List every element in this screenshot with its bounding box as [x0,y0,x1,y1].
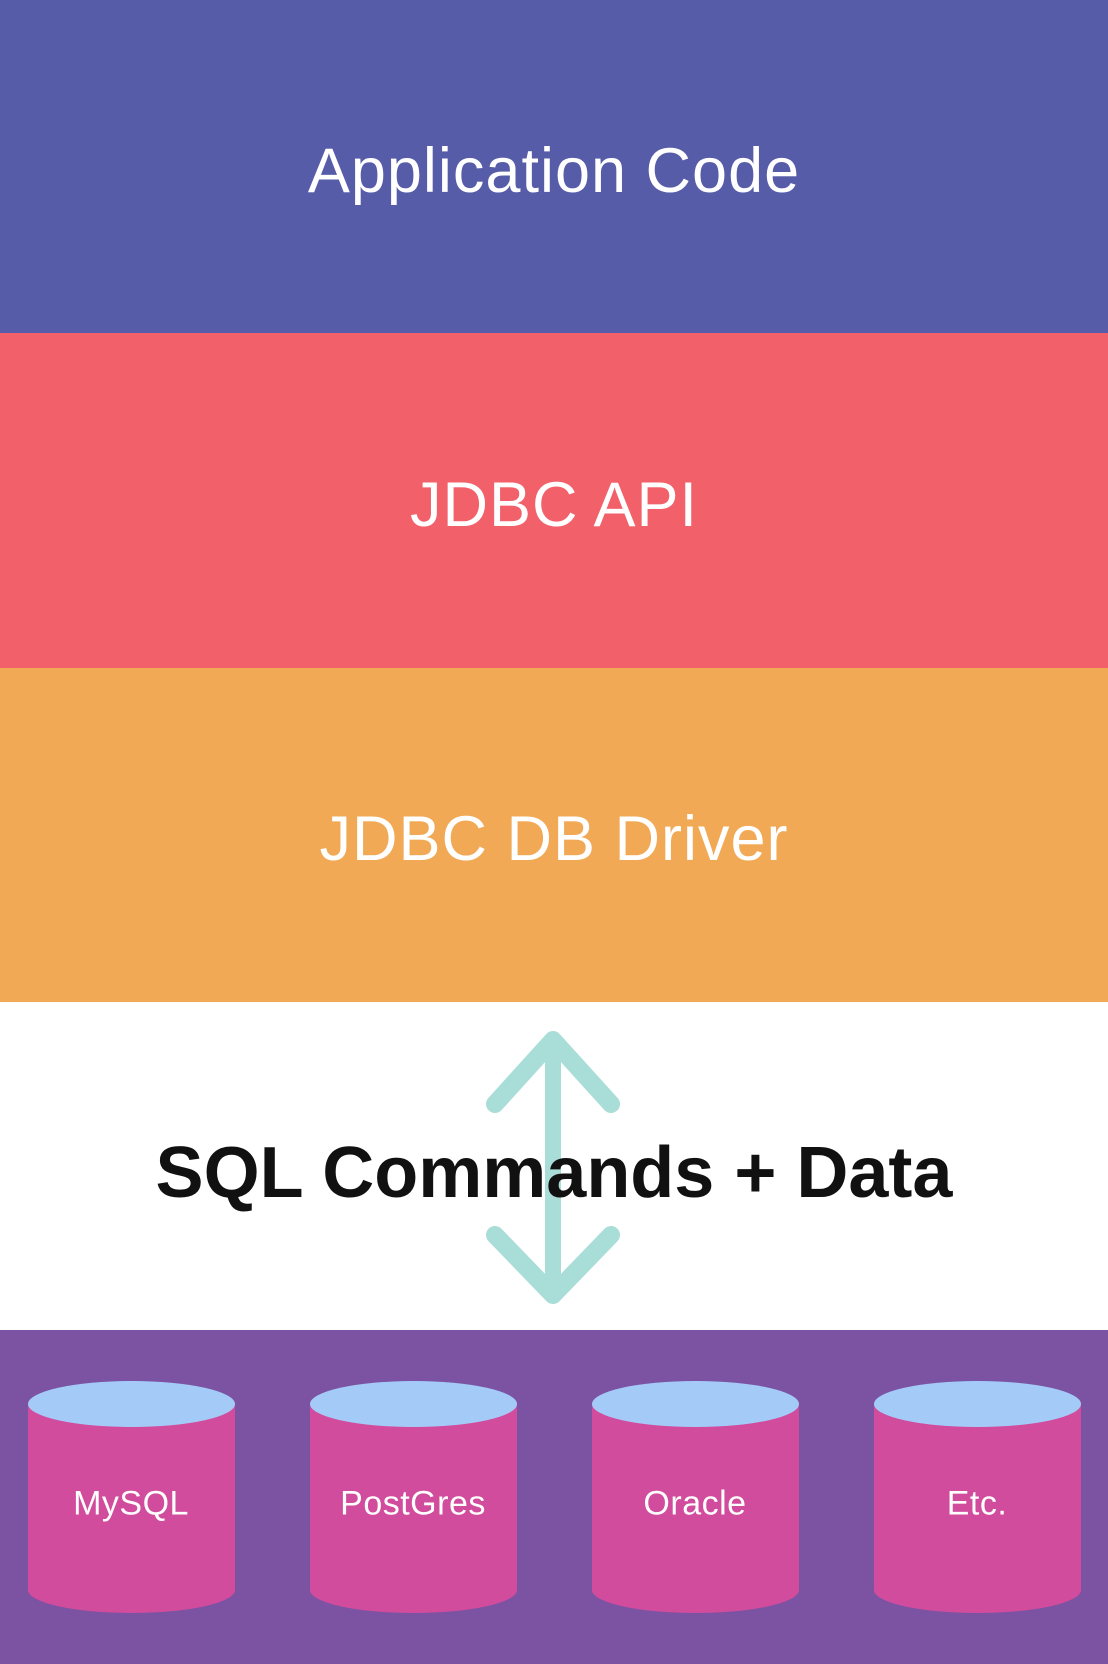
layer-application-code: Application Code [0,0,1108,333]
database-label-oracle: Oracle [643,1484,747,1523]
database-cylinder-icon [873,1381,1081,1613]
databases-section: MySQL PostGres Oracle Etc. [0,1330,1108,1664]
database-label-postgres: PostGres [340,1484,486,1523]
layer-title-application-code: Application Code [307,135,801,206]
database-cylinder-icon [591,1381,799,1613]
layer-title-jdbc-api: JDBC API [409,469,699,540]
transport-label: SQL Commands + Data [155,1133,953,1213]
database-cylinder-mysql: MySQL [27,1381,235,1614]
database-cylinder-etc: Etc. [873,1381,1081,1614]
database-cylinder-postgres: PostGres [309,1381,517,1614]
database-cylinder-icon [309,1381,517,1613]
database-cylinder-oracle: Oracle [591,1381,799,1614]
vertical-double-headed-arrow-icon [486,1031,620,1304]
database-label-etc: Etc. [946,1484,1008,1523]
database-cylinder-icon [27,1381,235,1613]
database-label-mysql: MySQL [73,1484,189,1523]
layer-jdbc-db-driver: JDBC DB Driver [0,668,1108,1002]
transport-section: SQL Commands + Data [0,1002,1108,1330]
layer-title-jdbc-db-driver: JDBC DB Driver [319,804,789,874]
layer-jdbc-api: JDBC API [0,333,1108,668]
